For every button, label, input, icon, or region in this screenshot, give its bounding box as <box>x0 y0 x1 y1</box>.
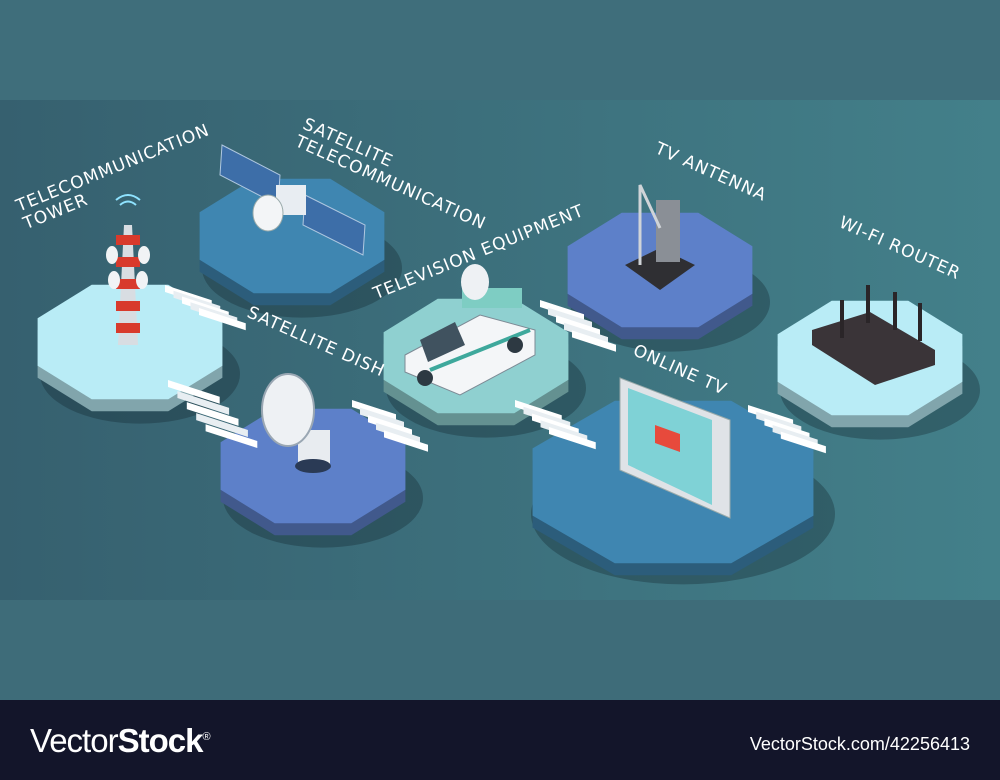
stairs <box>352 399 428 452</box>
stairs <box>748 405 826 454</box>
online-tv-tablet-icon <box>619 377 731 519</box>
stairs <box>540 300 616 352</box>
platform-tower <box>37 284 240 424</box>
satellite-dish-icon <box>261 373 331 473</box>
stairs <box>165 285 246 331</box>
stock-id: VectorStock.com/42256413 <box>749 734 970 754</box>
satellite-icon <box>219 144 366 256</box>
platform-dish <box>220 408 423 548</box>
wifi-router-icon <box>812 285 935 385</box>
illustration-scene <box>0 100 1000 600</box>
tv-antenna-icon <box>625 184 695 290</box>
stairs <box>168 380 258 449</box>
play-button-icon <box>655 425 680 452</box>
watermark-footer: VectorStock® VectorStock.com/42256413 <box>0 700 1000 780</box>
telecommunication-tower-icon <box>106 194 150 345</box>
tv-van-icon <box>404 264 536 396</box>
vectorstock-logo: VectorStock® <box>30 722 211 759</box>
stairs <box>515 400 596 450</box>
